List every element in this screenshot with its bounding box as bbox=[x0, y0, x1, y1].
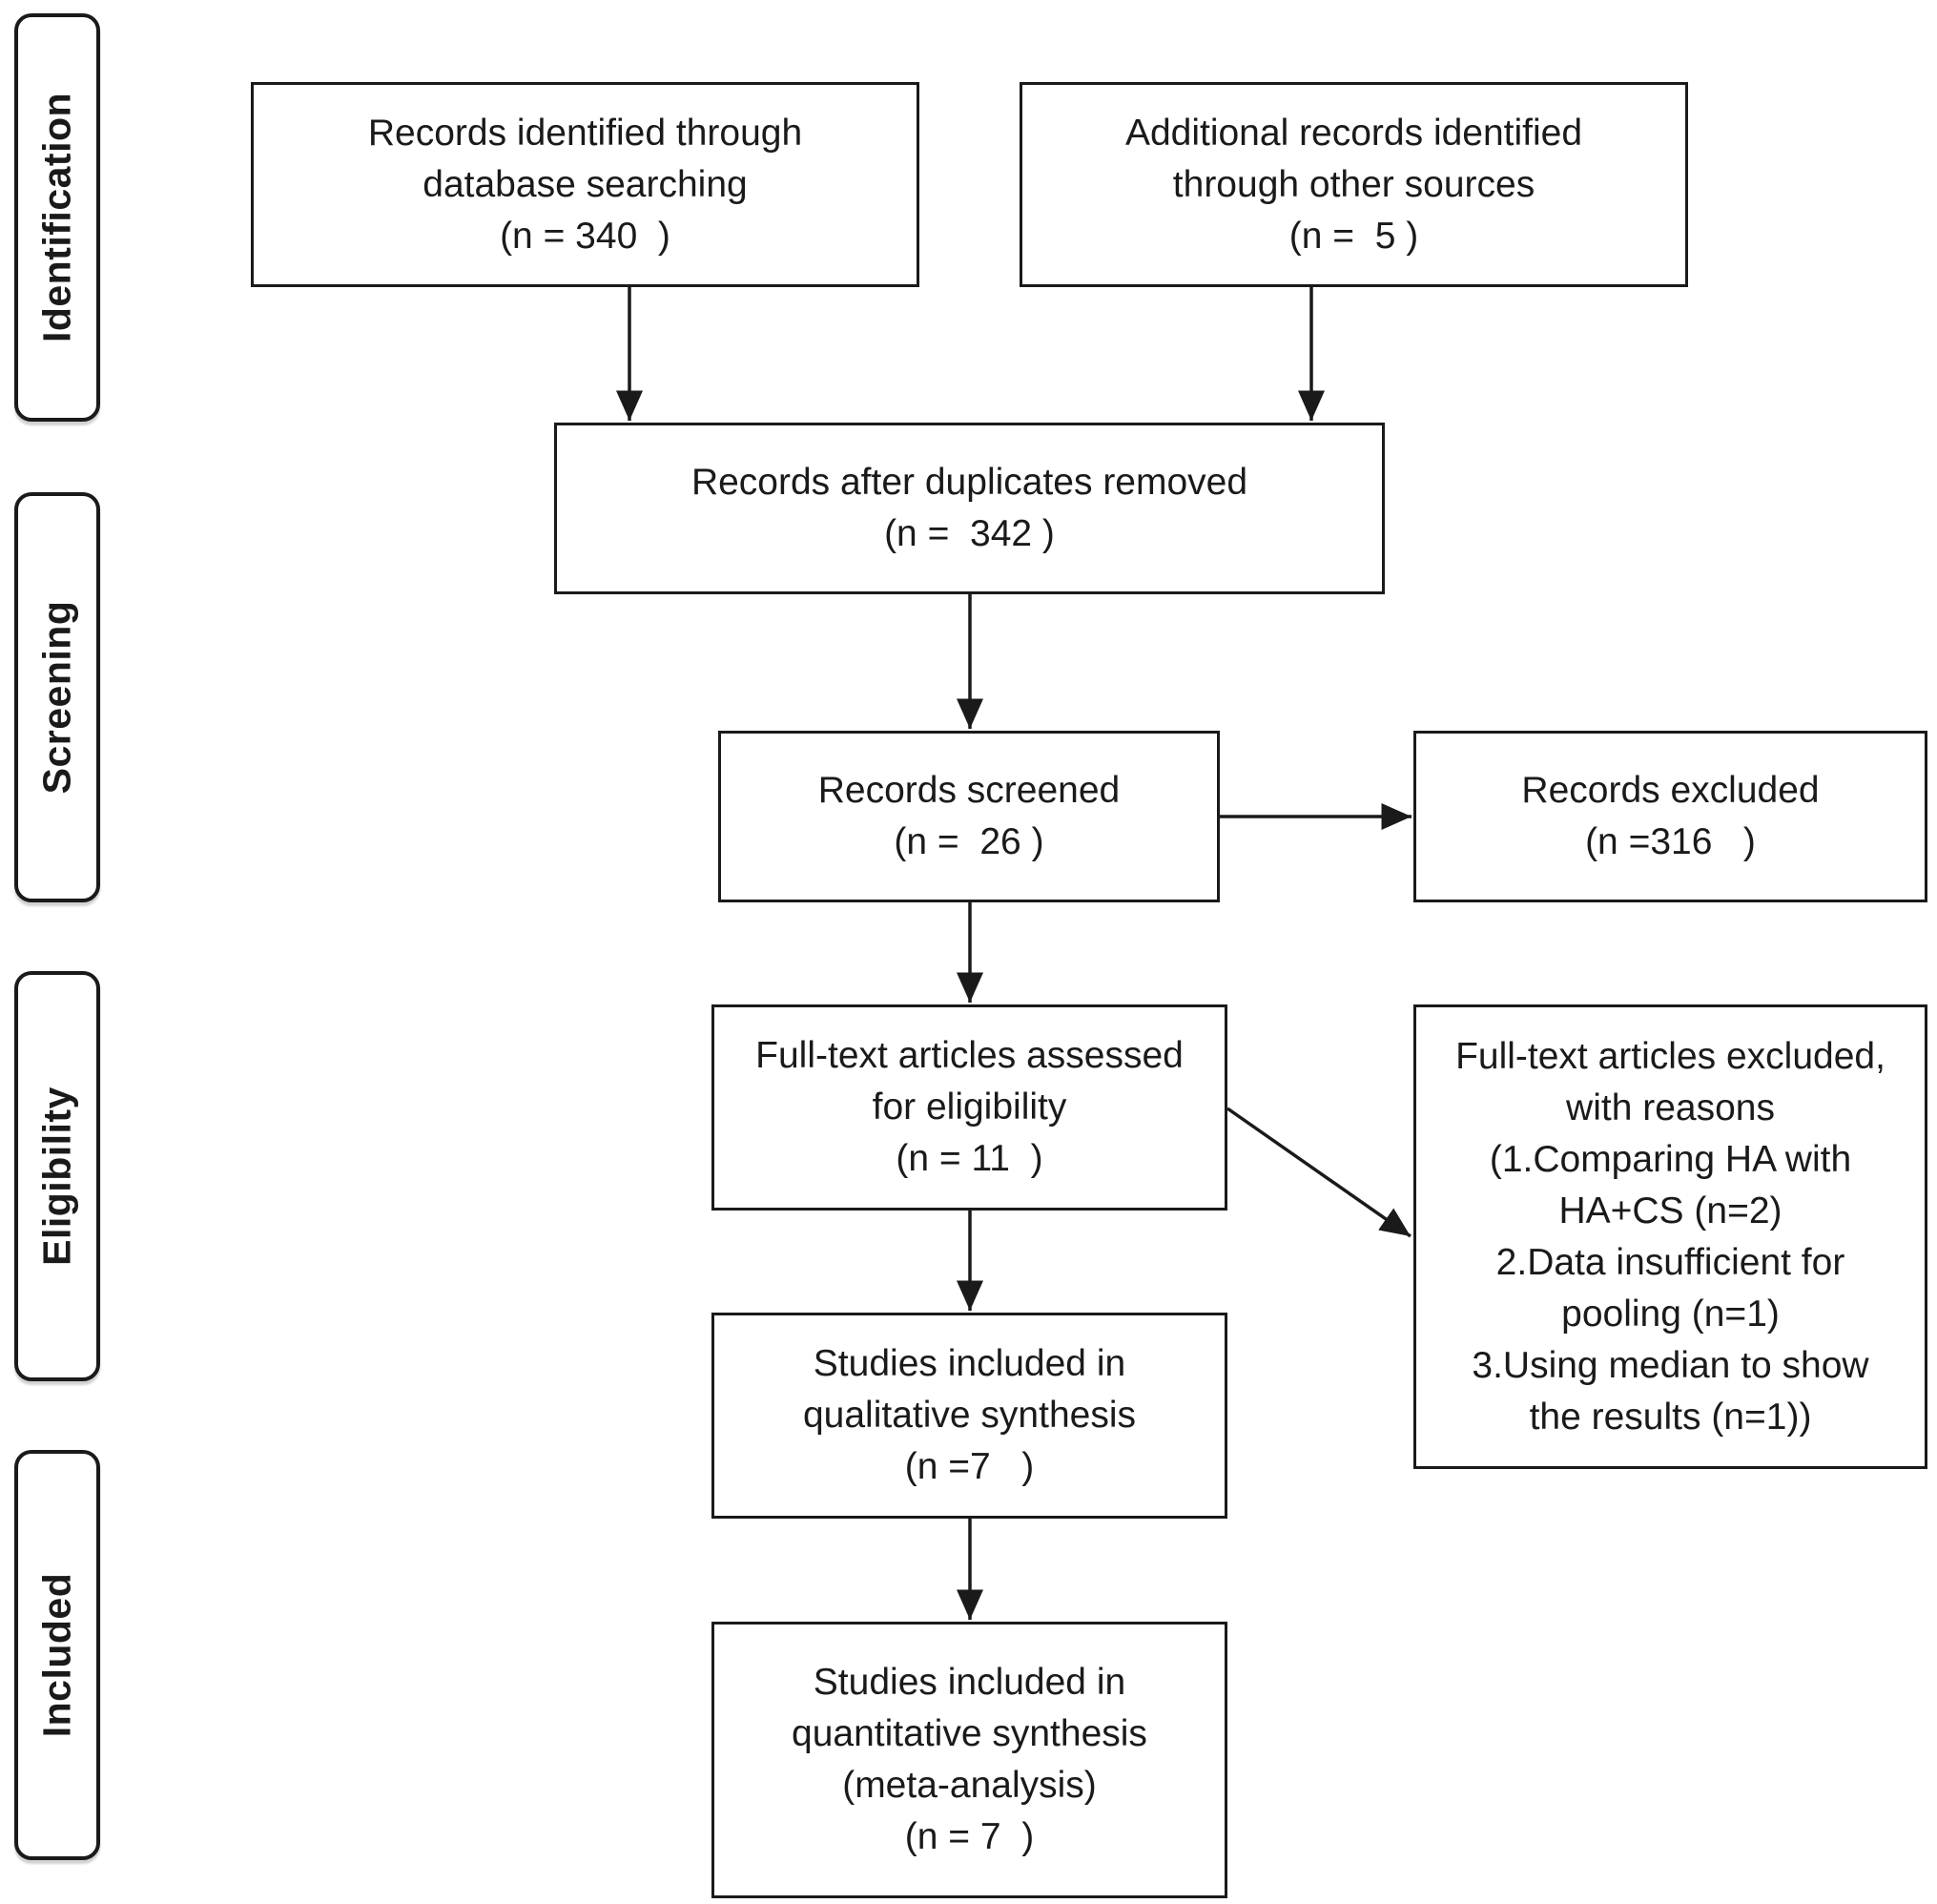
box-text-line: (n =316 ) bbox=[1585, 821, 1756, 862]
arrow-fulltext-to-fulltext-excluded bbox=[1226, 1107, 1412, 1238]
phase-included: Included bbox=[14, 1450, 100, 1860]
box-text-line: Studies included in bbox=[813, 1343, 1126, 1384]
box-text-line: Records identified through bbox=[367, 112, 803, 154]
phase-eligibility: Eligibility bbox=[14, 971, 100, 1381]
box-text-line: Records after duplicates removed bbox=[690, 462, 1248, 503]
box-text-line: quantitative synthesis bbox=[792, 1713, 1147, 1754]
box-text-line: for eligibility bbox=[872, 1087, 1067, 1128]
box-other-sources: Additional records identified through oth… bbox=[1020, 82, 1688, 287]
box-text-line: (n = 11 ) bbox=[896, 1138, 1043, 1179]
box-text-line: Additional records identified bbox=[1124, 112, 1583, 154]
box-text-line: Studies included in bbox=[813, 1662, 1126, 1703]
box-database-records: Records identified through database searc… bbox=[251, 82, 919, 287]
phase-identification: Identification bbox=[14, 13, 100, 422]
box-text-line: Full-text articles assessed bbox=[755, 1035, 1184, 1076]
box-text-line: qualitative synthesis bbox=[802, 1395, 1137, 1436]
box-text-line: database searching bbox=[422, 163, 748, 205]
box-quantitative-synthesis: Studies included in quantitative synthesi… bbox=[711, 1622, 1227, 1898]
box-text-line: Records excluded bbox=[1521, 770, 1820, 811]
box-text-line: (n = 340 ) bbox=[500, 215, 670, 257]
box-fulltext-excluded: Full-text articles excluded, with reasons… bbox=[1413, 1004, 1927, 1469]
box-text-line: Full-text articles excluded, bbox=[1455, 1035, 1885, 1077]
box-text-line: (n = 7 ) bbox=[904, 1816, 1035, 1857]
box-text-line: through other sources bbox=[1172, 163, 1535, 205]
box-text-line: (n = 342 ) bbox=[884, 513, 1055, 554]
box-records-screened: Records screened (n = 26 ) bbox=[718, 731, 1220, 902]
box-text-line: HA+CS (n=2) bbox=[1558, 1190, 1782, 1231]
phase-screening: Screening bbox=[14, 492, 100, 902]
box-qualitative-synthesis: Studies included in qualitative synthesis… bbox=[711, 1313, 1227, 1519]
box-text-line: (n = 26 ) bbox=[894, 821, 1044, 862]
box-text-line: (meta-analysis) bbox=[842, 1765, 1097, 1806]
box-fulltext-assessed: Full-text articles assessed for eligibili… bbox=[711, 1004, 1227, 1211]
box-text-line: 3.Using median to show bbox=[1472, 1344, 1869, 1386]
box-duplicates-removed: Records after duplicates removed (n = 342… bbox=[554, 423, 1385, 594]
box-text-line: (n =7 ) bbox=[904, 1446, 1035, 1487]
box-text-line: (n = 5 ) bbox=[1288, 215, 1419, 257]
box-text-line: Records screened bbox=[817, 770, 1121, 811]
box-records-excluded: Records excluded (n =316 ) bbox=[1413, 731, 1927, 902]
box-text-line: the results (n=1)) bbox=[1529, 1396, 1812, 1438]
box-text-line: 2.Data insufficient for bbox=[1495, 1241, 1845, 1283]
box-text-line: pooling (n=1) bbox=[1561, 1293, 1780, 1335]
box-text-line: (1.Comparing HA with bbox=[1489, 1138, 1852, 1180]
box-text-line: with reasons bbox=[1566, 1087, 1775, 1128]
